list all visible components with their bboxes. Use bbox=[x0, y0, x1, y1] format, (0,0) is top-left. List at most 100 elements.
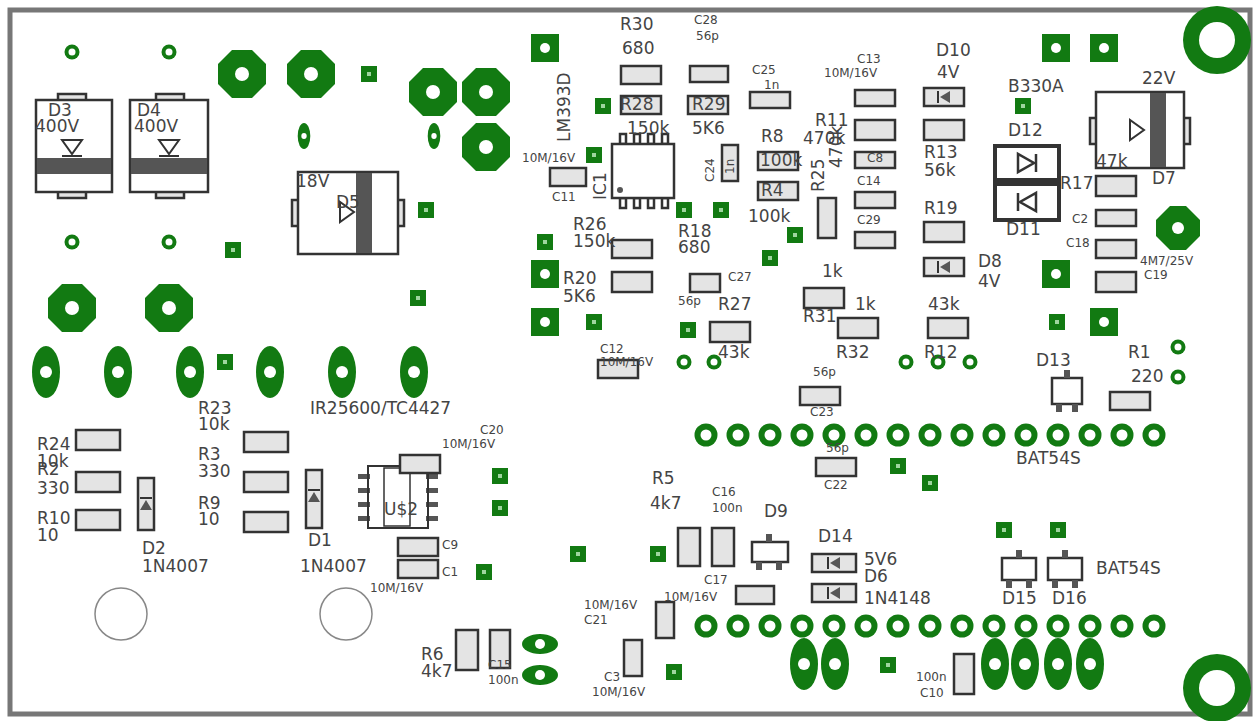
pcb-shape bbox=[940, 261, 950, 273]
pcb-shape bbox=[162, 235, 177, 250]
pcb-shape bbox=[690, 274, 720, 292]
pcb-shape bbox=[855, 90, 895, 106]
silkscreen-label: C10 bbox=[920, 687, 944, 699]
pcb-shape bbox=[159, 140, 179, 154]
pcb-shape bbox=[1143, 615, 1166, 638]
pcb-shape bbox=[159, 155, 179, 157]
pcb-shape bbox=[1044, 638, 1072, 690]
pcb-shape bbox=[1050, 522, 1066, 538]
silkscreen-label: C27 bbox=[728, 271, 752, 283]
pcb-shape bbox=[855, 120, 895, 140]
pcb-shape bbox=[570, 546, 586, 562]
silkscreen-label: 56p bbox=[813, 366, 836, 378]
pcb-shape bbox=[537, 234, 553, 250]
pcb-shape bbox=[887, 615, 910, 638]
pcb-shape bbox=[887, 424, 910, 447]
pcb-shape bbox=[791, 424, 814, 447]
pcb-shape bbox=[287, 50, 335, 98]
pcb-shape bbox=[1096, 176, 1136, 196]
silkscreen-label: D14 bbox=[818, 528, 853, 545]
silkscreen-label: 470k bbox=[828, 126, 845, 168]
silkscreen-label: D16 bbox=[1052, 590, 1087, 607]
pcb-shape bbox=[617, 187, 623, 193]
silkscreen-label: IC1 bbox=[592, 172, 609, 200]
pcb-shape bbox=[924, 258, 964, 276]
pcb-shape bbox=[1096, 210, 1136, 226]
silkscreen-label: 1n bbox=[724, 159, 736, 174]
silkscreen-label: D10 bbox=[936, 42, 971, 59]
silkscreen-label: R24 bbox=[37, 436, 70, 453]
pcb-shape bbox=[76, 510, 120, 530]
pcb-shape bbox=[818, 198, 836, 238]
pcb-shape bbox=[650, 546, 666, 562]
silkscreen-label: BAT54S bbox=[1016, 450, 1081, 467]
pcb-shape bbox=[586, 314, 602, 330]
silkscreen-label: R3 bbox=[198, 446, 221, 463]
pcb-shape bbox=[620, 198, 626, 208]
silkscreen-label: 4M7/25V bbox=[1140, 255, 1193, 267]
silkscreen-label: 56k bbox=[924, 162, 955, 179]
pcb-shape bbox=[656, 602, 674, 638]
silkscreen-label: 680 bbox=[622, 40, 654, 57]
pcb-shape bbox=[1020, 193, 1036, 211]
pcb-shape bbox=[140, 497, 152, 499]
pcb-shape bbox=[356, 173, 372, 253]
pcb-shape bbox=[1183, 654, 1251, 721]
pcb-shape bbox=[1171, 370, 1186, 385]
pcb-shape bbox=[922, 475, 938, 491]
silkscreen-label: 10M/16V bbox=[824, 67, 877, 79]
pcb-shape bbox=[95, 588, 147, 640]
pcb-shape bbox=[727, 424, 750, 447]
pcb-shape bbox=[138, 478, 154, 530]
silkscreen-label: 1n bbox=[764, 79, 779, 91]
pcb-shape bbox=[995, 184, 1059, 220]
pcb-shape bbox=[838, 318, 878, 338]
pcb-shape bbox=[1143, 424, 1166, 447]
pcb-shape bbox=[695, 615, 718, 638]
pcb-shape bbox=[595, 98, 611, 114]
pcb-shape bbox=[995, 146, 1059, 180]
pcb-shape bbox=[1015, 615, 1038, 638]
pcb-shape bbox=[648, 198, 654, 208]
pcb-shape bbox=[76, 430, 120, 450]
silkscreen-label: D5 bbox=[336, 194, 360, 211]
silkscreen-label: C24 bbox=[704, 158, 716, 182]
pcb-shape bbox=[924, 88, 964, 106]
silkscreen-label: 400V bbox=[134, 118, 178, 135]
pcb-shape bbox=[983, 615, 1006, 638]
silkscreen-label: 400V bbox=[35, 118, 79, 135]
silkscreen-label: C12 bbox=[600, 343, 624, 355]
silkscreen-label: 18V bbox=[296, 173, 329, 190]
silkscreen-label: 22V bbox=[1142, 70, 1175, 87]
silkscreen-label: 100n bbox=[916, 671, 947, 683]
silkscreen-label: 4k7 bbox=[650, 495, 681, 512]
pcb-shape bbox=[924, 222, 964, 242]
pcb-shape bbox=[462, 68, 510, 116]
silkscreen-label: C9 bbox=[442, 539, 458, 551]
silkscreen-label: R9 bbox=[198, 495, 221, 512]
pcb-shape bbox=[492, 500, 508, 516]
pcb-shape bbox=[790, 638, 818, 690]
pcb-shape bbox=[76, 472, 120, 492]
pcb-shape bbox=[1006, 580, 1012, 588]
silkscreen-label: R17 bbox=[1060, 175, 1093, 192]
pcb-shape bbox=[612, 272, 652, 292]
pcb-shape bbox=[612, 134, 674, 208]
silkscreen-label: 5K6 bbox=[563, 288, 596, 305]
silkscreen-label: 1N4007 bbox=[300, 558, 367, 575]
pcb-shape bbox=[531, 308, 559, 336]
pcb-shape bbox=[612, 240, 652, 258]
pcb-shape bbox=[36, 100, 112, 192]
pcb-shape bbox=[713, 202, 729, 218]
silkscreen-label: R32 bbox=[836, 344, 869, 361]
pcb-shape bbox=[1076, 638, 1104, 690]
silkscreen-label: C14 bbox=[857, 175, 881, 187]
silkscreen-label: 56p bbox=[696, 30, 719, 42]
pcb-shape bbox=[996, 522, 1012, 538]
pcb-shape bbox=[937, 261, 939, 273]
pcb-shape bbox=[823, 615, 846, 638]
pcb-shape bbox=[919, 424, 942, 447]
pcb-shape bbox=[787, 227, 803, 243]
pcb-shape bbox=[855, 424, 878, 447]
